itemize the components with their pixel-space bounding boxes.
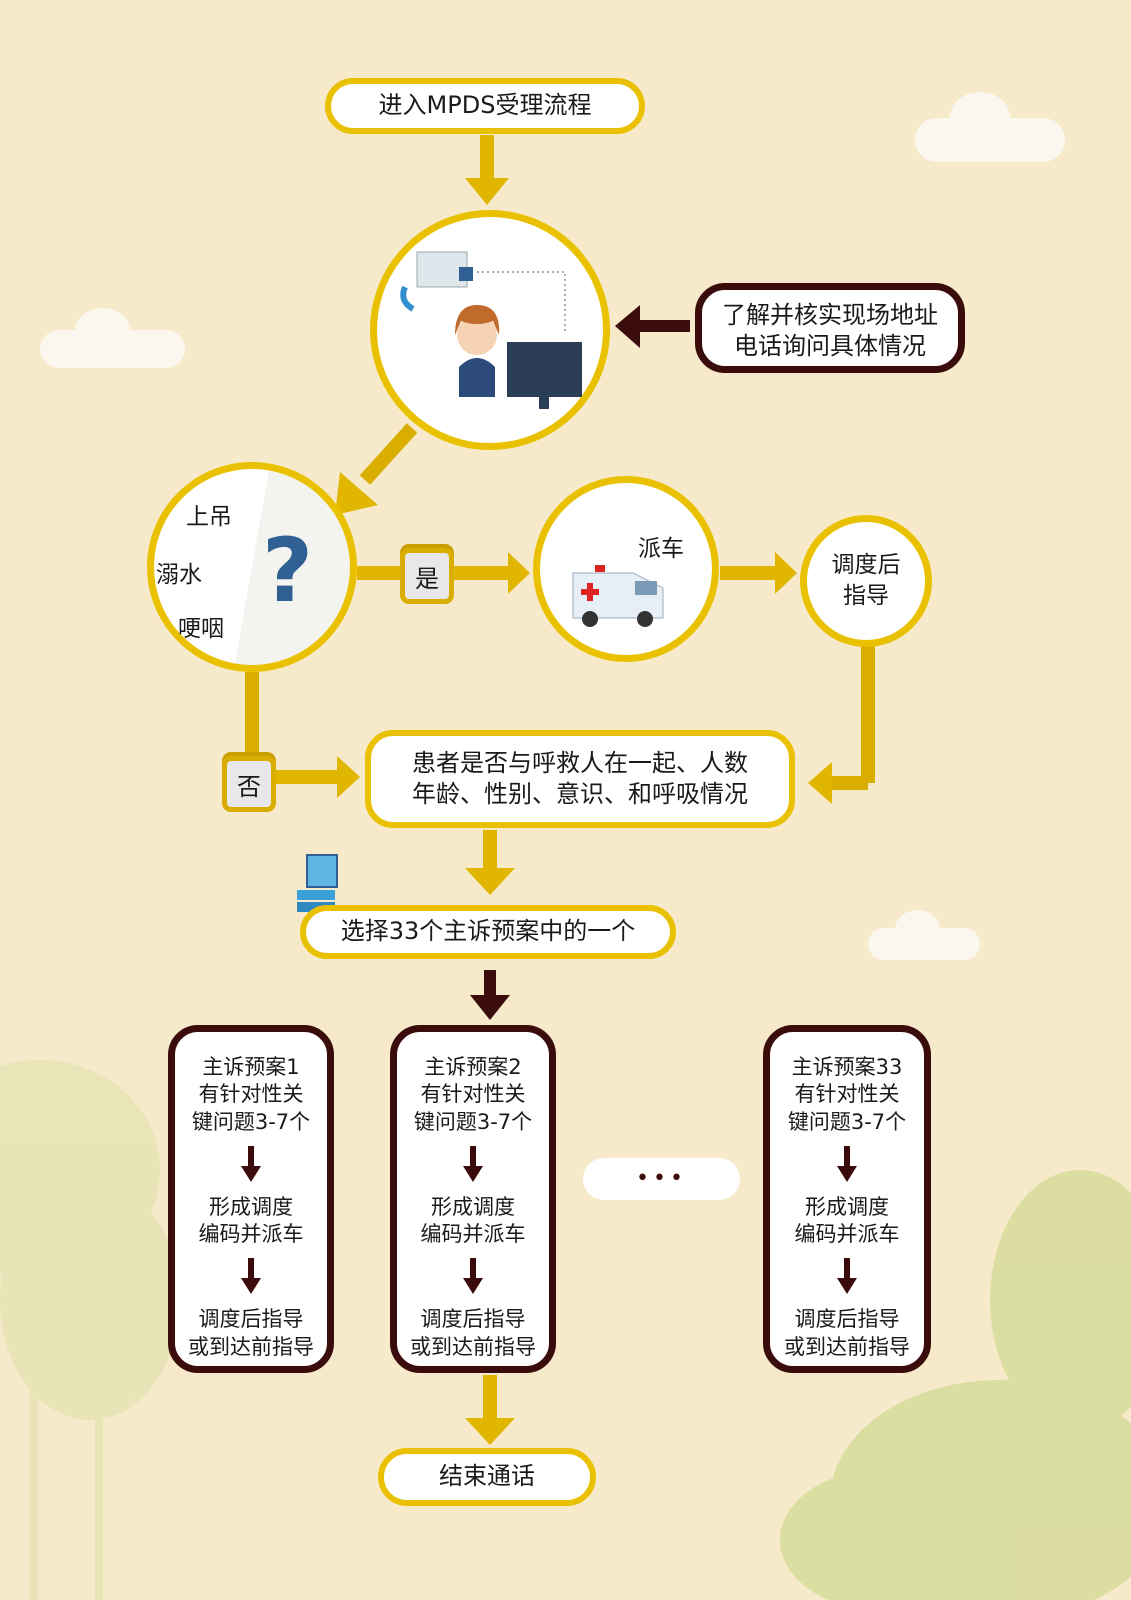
question-circle: 上吊 溺水 哽咽 ? — [147, 462, 357, 672]
down-arrow-icon — [463, 1258, 483, 1296]
plan-guide: 或到达前指导 — [188, 1334, 314, 1359]
patient-info-box: 患者是否与呼救人在一起、人数 年龄、性别、意识、和呼吸情况 — [365, 730, 795, 828]
start-node: 进入MPDS受理流程 — [325, 78, 645, 134]
left-arrow-dark — [615, 305, 640, 348]
diagonal-arrow-head — [335, 472, 378, 515]
end-node: 结束通话 — [378, 1448, 596, 1506]
plan-guide: 或到达前指导 — [410, 1334, 536, 1359]
plan-guide: 调度后指导 — [420, 1307, 526, 1332]
dispatch-label: 派车 — [638, 536, 684, 562]
plan-questions: 有针对性关 — [794, 1082, 900, 1107]
down-arrow-icon — [241, 1145, 261, 1184]
plan-code: 形成调度 — [209, 1194, 293, 1219]
plan-guide: 调度后指导 — [794, 1307, 900, 1332]
question-mark-icon: ? — [262, 519, 314, 622]
case-drowning: 溺水 — [156, 562, 202, 588]
down-arrow-icon — [463, 1145, 483, 1184]
verify-box: 了解并核实现场地址 电话询问具体情况 — [695, 283, 965, 373]
plan-code: 编码并派车 — [794, 1222, 900, 1247]
plan-title: 主诉预案2 — [424, 1055, 522, 1079]
plan-questions: 键问题3-7个 — [191, 1109, 311, 1134]
plan-box-2: 主诉预案2 有针对性关 键问题3-7个 形成调度 编码并派车 调度后指导 或到达… — [390, 1025, 556, 1373]
case-hanging: 上吊 — [186, 504, 232, 530]
post-guide-line-1: 调度后 — [831, 551, 901, 578]
plan-code: 形成调度 — [431, 1194, 515, 1219]
verify-line-1: 了解并核实现场地址 — [722, 301, 938, 329]
plan-guide: 或到达前指导 — [784, 1334, 910, 1359]
ambulance-icon — [572, 565, 664, 627]
verify-line-2: 电话询问具体情况 — [734, 332, 926, 361]
plan-box-33: 主诉预案33 有针对性关 键问题3-7个 形成调度 编码并派车 调度后指导 或到… — [763, 1025, 931, 1373]
case-choking: 哽咽 — [178, 616, 224, 642]
post-guide-circle: 调度后 指导 — [800, 515, 932, 647]
down-arrow-icon — [837, 1258, 857, 1296]
cloud-decoration — [895, 910, 940, 948]
no-label: 否 — [237, 772, 261, 801]
plan-questions: 有针对性关 — [420, 1082, 526, 1107]
dispatcher-circle — [370, 210, 610, 450]
dispatch-circle: 派车 — [533, 476, 719, 662]
no-badge: 否 — [222, 756, 276, 812]
plan-questions: 键问题3-7个 — [413, 1109, 533, 1134]
yes-label: 是 — [415, 564, 439, 593]
plan-code: 编码并派车 — [198, 1222, 304, 1247]
tree-right-decoration — [780, 1170, 1131, 1600]
post-guide-line-2: 指导 — [843, 583, 889, 609]
plan-title: 主诉预案1 — [202, 1055, 300, 1079]
plan-title: 主诉预案33 — [791, 1055, 903, 1079]
end-label: 结束通话 — [439, 1462, 535, 1491]
start-label: 进入MPDS受理流程 — [378, 91, 592, 120]
dispatcher-illustration-icon — [400, 251, 582, 409]
select-plan-label: 选择33个主诉预案中的一个 — [340, 917, 636, 946]
plan-guide: 调度后指导 — [198, 1307, 304, 1332]
cloud-decoration — [75, 308, 130, 353]
yes-badge: 是 — [400, 548, 454, 604]
ellipsis-pill: ••• — [583, 1158, 740, 1200]
plan-code: 编码并派车 — [420, 1222, 526, 1247]
plan-questions: 键问题3-7个 — [787, 1109, 907, 1134]
tree-left-decoration — [0, 1060, 180, 1600]
plan-code: 形成调度 — [805, 1194, 889, 1219]
cloud-decoration — [950, 92, 1010, 142]
select-plan-node: 选择33个主诉预案中的一个 — [300, 905, 676, 959]
patient-info-line-1: 患者是否与呼救人在一起、人数 — [412, 748, 748, 777]
ellipsis-label: ••• — [636, 1166, 687, 1191]
plan-box-1: 主诉预案1 有针对性关 键问题3-7个 形成调度 编码并派车 调度后指导 或到达… — [168, 1025, 334, 1373]
patient-info-line-2: 年龄、性别、意识、和呼吸情况 — [412, 780, 748, 808]
down-arrow-icon — [241, 1258, 261, 1296]
down-arrow-icon — [837, 1145, 857, 1184]
plan-questions: 有针对性关 — [198, 1082, 304, 1107]
